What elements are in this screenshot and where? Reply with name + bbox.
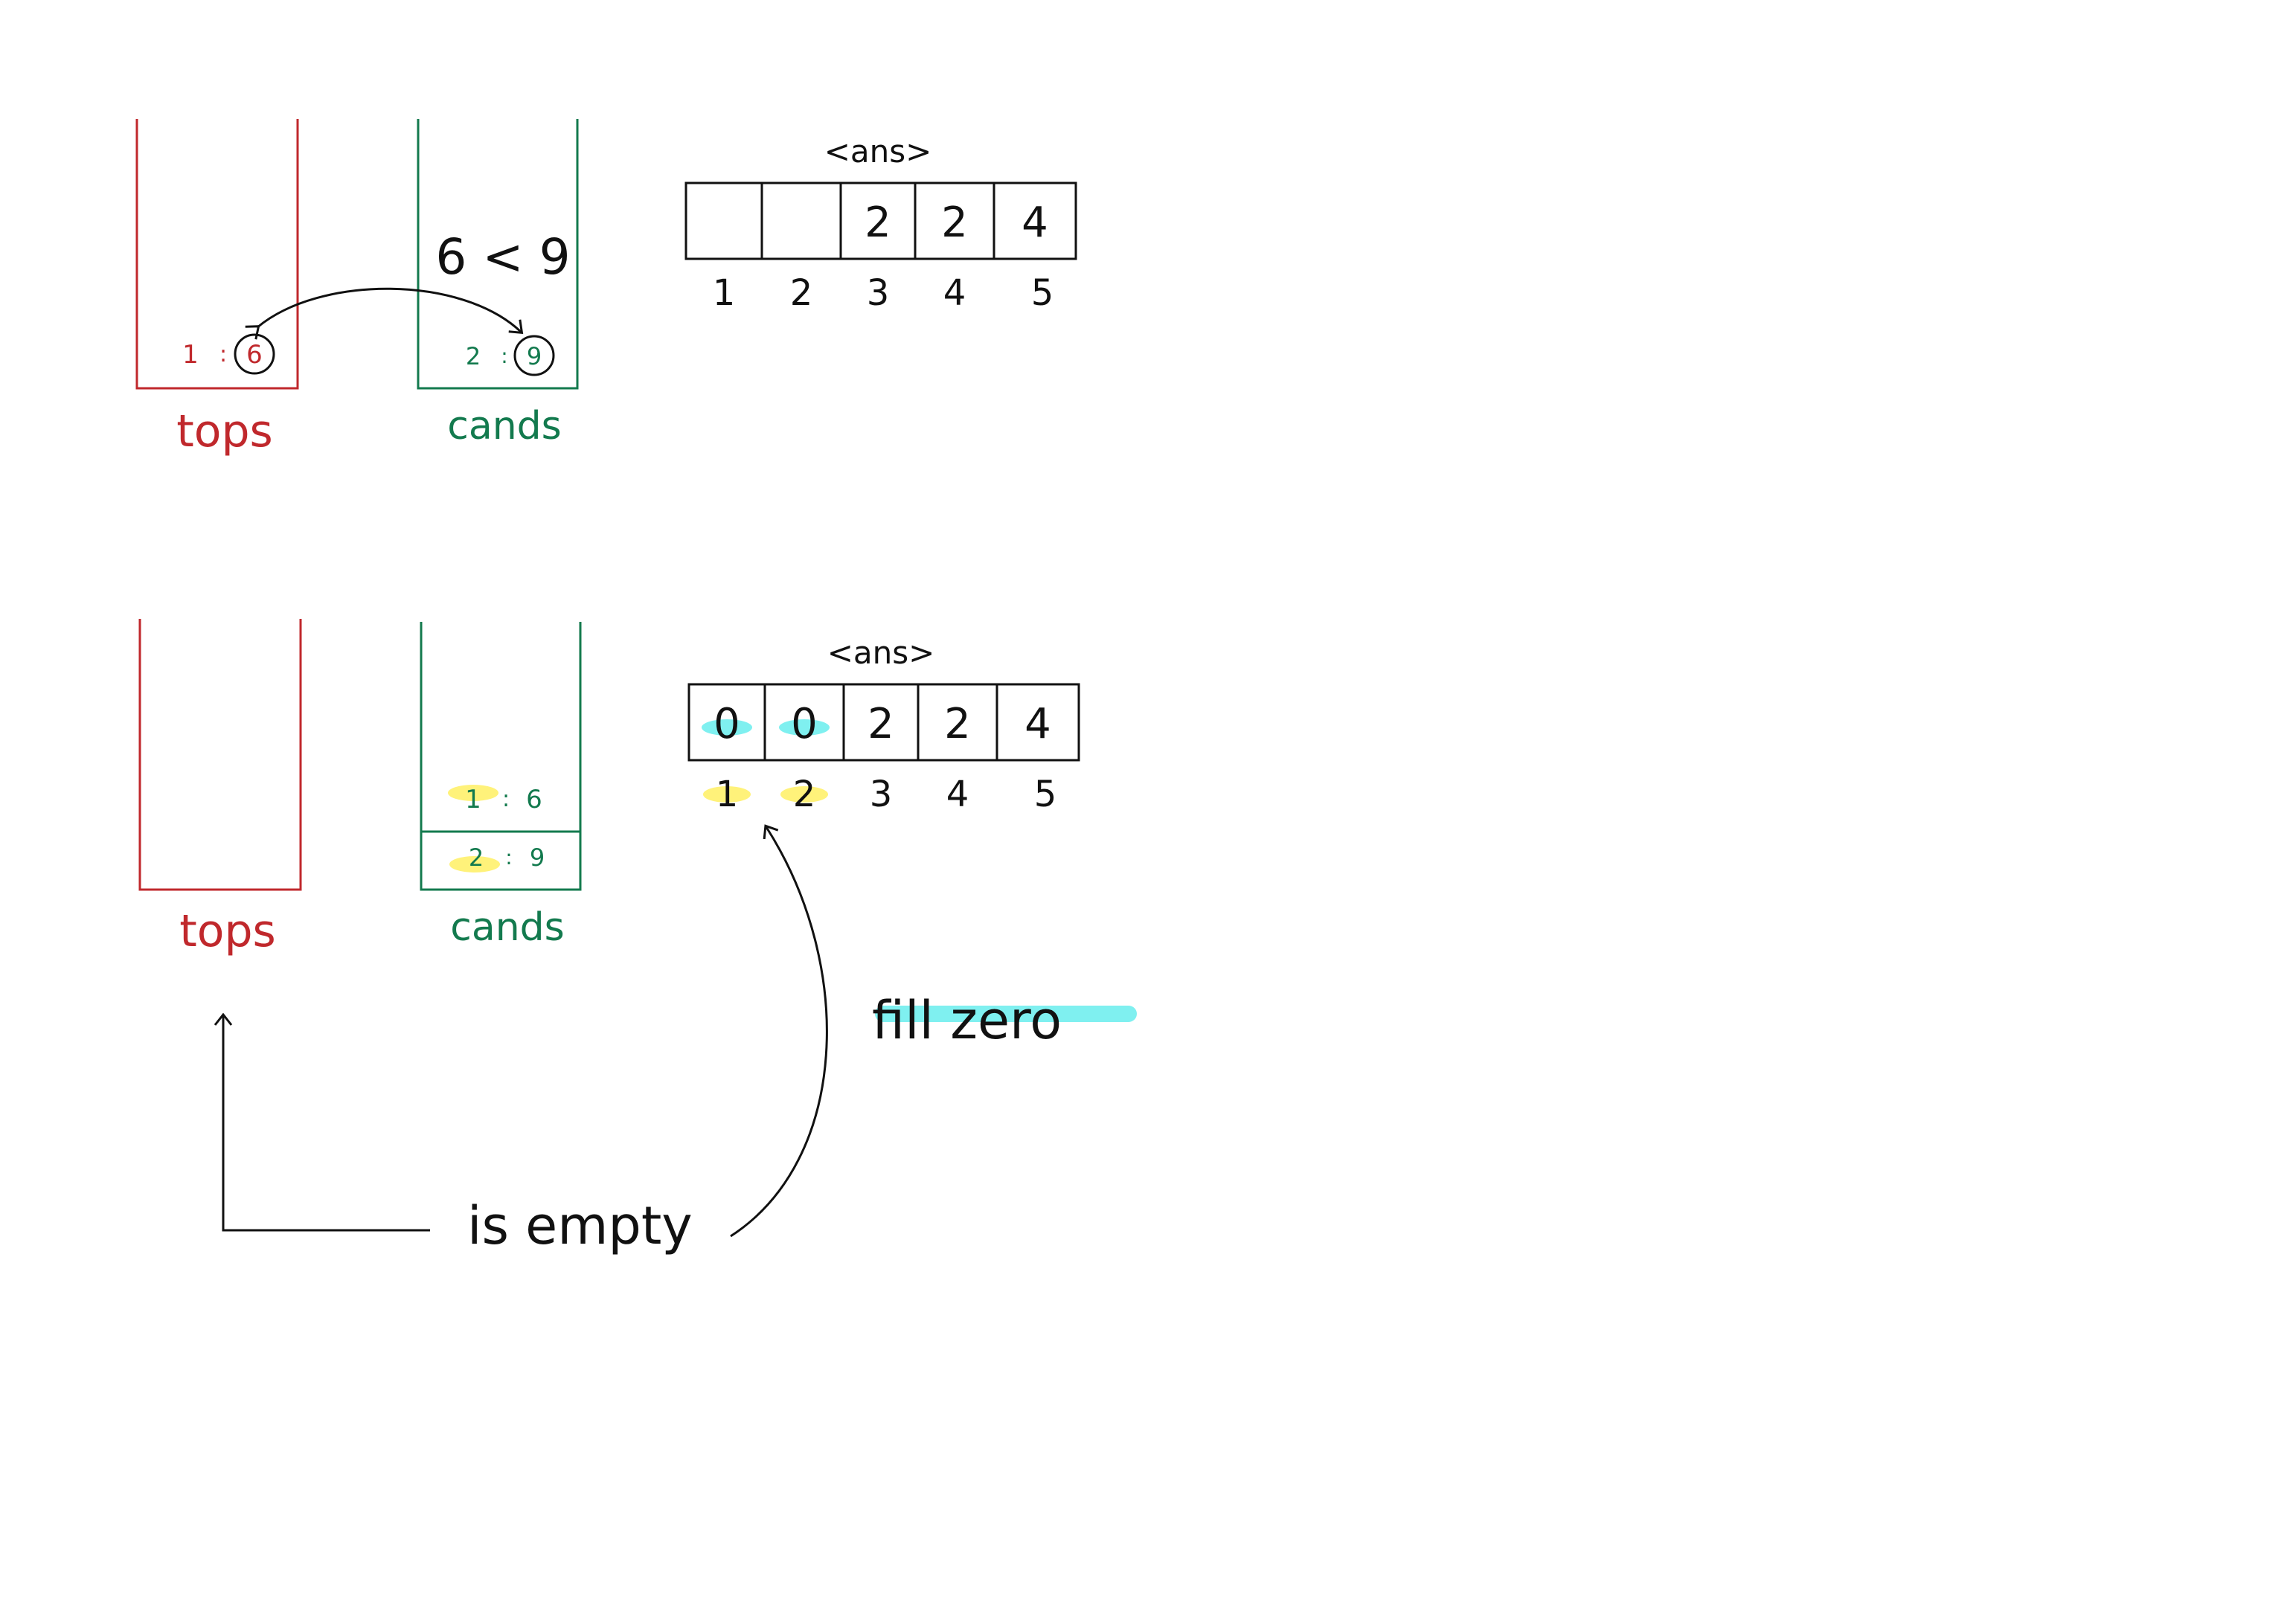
ans-index-highlight — [780, 786, 828, 803]
tops-entry-sep-1: : — [219, 341, 227, 367]
ans-array-frame — [684, 181, 1077, 260]
cands-entry-index-2b: 2 — [469, 843, 484, 872]
ans-index-label: 5 — [1031, 272, 1054, 314]
ans-index-label: 1 — [716, 774, 739, 815]
ans-cell-value: 2 — [868, 700, 894, 748]
tops-stack-1 — [135, 119, 299, 390]
ans-cell-value: 2 — [944, 700, 971, 748]
ans-title-1: <ans> — [824, 133, 932, 170]
ans-index-label: 3 — [870, 774, 893, 815]
ans-cell-value: 2 — [941, 199, 968, 247]
tops-stack-2 — [138, 619, 302, 891]
ans-cell-highlight — [779, 719, 830, 736]
ans-cell-value: 2 — [865, 199, 891, 247]
is-empty-note: is empty — [467, 1195, 693, 1256]
cands-label-1: cands — [447, 404, 562, 449]
cands-value-circle-1 — [513, 335, 555, 376]
cands-entry-value-2b: 9 — [530, 843, 545, 872]
cands-entry-index-2a: 1 — [465, 785, 481, 814]
fill-arrow — [730, 824, 828, 1238]
ans-cell-highlight — [702, 719, 752, 736]
tops-label-1: tops — [176, 405, 273, 457]
highlight-cand-index-2 — [449, 856, 500, 872]
ans-index-highlight — [703, 786, 751, 803]
fill-zero-highlight — [875, 1006, 1137, 1022]
ans-cell-value: 4 — [1024, 700, 1051, 748]
ans-index-label: 3 — [867, 272, 890, 314]
ans-cell-value: 4 — [1022, 199, 1048, 247]
compare-arrow — [245, 287, 524, 340]
ans-index-label: 4 — [943, 272, 966, 314]
ans-cell-value: 0 — [714, 700, 740, 748]
ans-array-1: 2 2 4 1 2 3 4 5 — [684, 181, 1077, 314]
cands-stack-2 — [420, 622, 582, 891]
cands-entry-value-1: 9 — [527, 342, 542, 370]
ans-index-label: 2 — [793, 774, 816, 815]
tops-label-2: tops — [179, 905, 276, 957]
ans-index-label: 2 — [790, 272, 813, 314]
cands-stack-1 — [417, 119, 579, 390]
tops-entry-value-1: 6 — [246, 340, 263, 370]
is-empty-arrow — [214, 1012, 430, 1232]
ans-title-2: <ans> — [827, 634, 935, 671]
ans-array-frame — [687, 683, 1080, 762]
cands-label-2: cands — [450, 905, 565, 950]
ans-index-label: 5 — [1034, 774, 1057, 815]
tops-entry-index-1: 1 — [182, 340, 199, 370]
ans-index-label: 4 — [946, 774, 969, 815]
cands-entry-index-1: 2 — [466, 342, 481, 370]
cands-entry-sep-2b: : — [505, 845, 512, 870]
highlight-cand-index-1 — [448, 785, 498, 801]
ans-index-label: 1 — [713, 272, 736, 314]
ans-array-2: 0 0 2 2 4 1 2 3 4 5 — [687, 683, 1080, 815]
comparison-label: 6 < 9 — [435, 228, 570, 286]
ans-cell-value: 0 — [791, 700, 818, 748]
cands-entry-value-2a: 6 — [526, 785, 542, 814]
cands-entry-sep-2a: : — [502, 786, 510, 812]
cands-entry-sep-1: : — [501, 344, 507, 368]
fill-zero-note: fill zero — [872, 990, 1062, 1051]
